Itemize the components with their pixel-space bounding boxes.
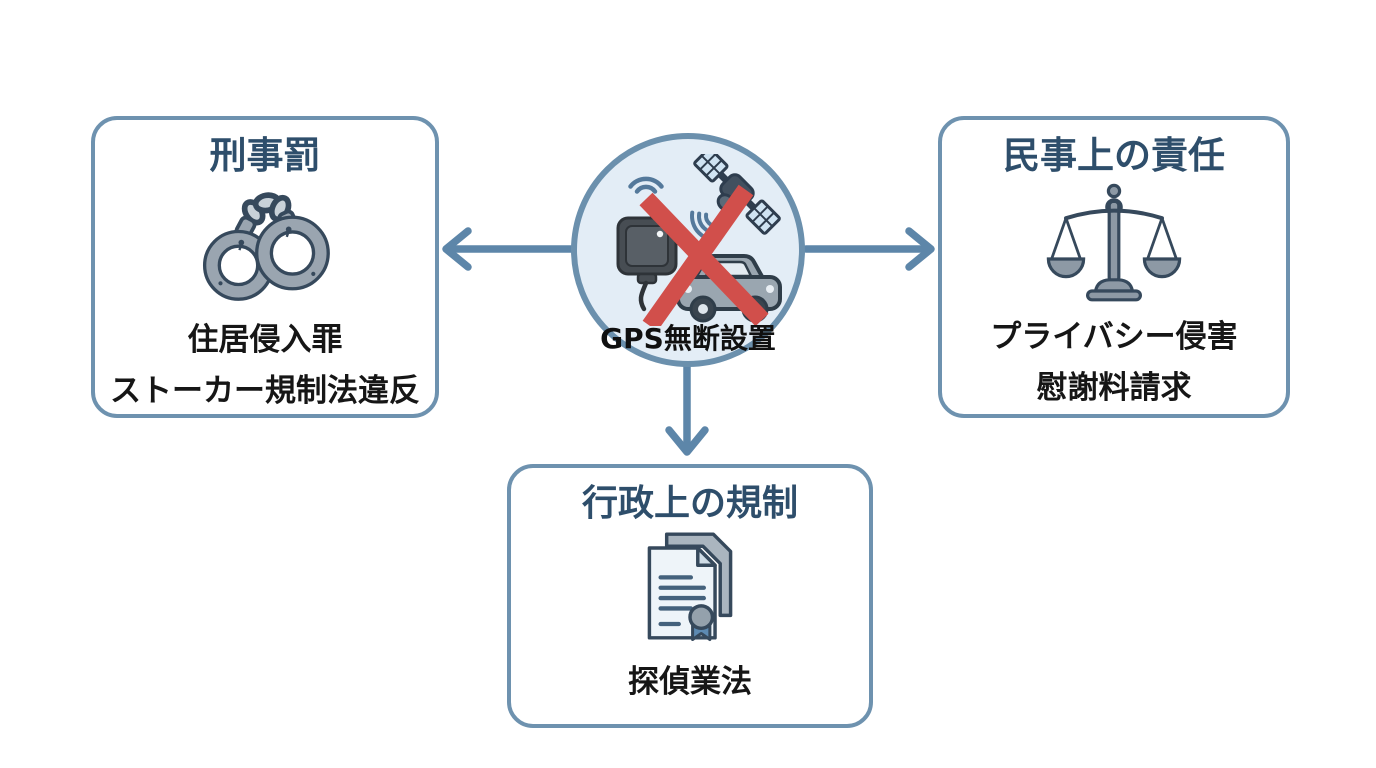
- prohibition-cross-icon: [639, 184, 769, 326]
- center-label: GPS無断設置: [600, 322, 776, 355]
- admin-line-1: 探偵業法: [628, 664, 752, 701]
- box-body-civil: プライバシー侵害 慰謝料請求: [990, 312, 1237, 412]
- arrow-down-head-icon: [665, 426, 709, 456]
- box-civil-liability: 民事上の責任 プライバシー侵害 慰謝料請求: [938, 116, 1290, 418]
- center-node-gps: GPS無断設置: [571, 133, 805, 367]
- criminal-line-1: 住居侵入罪: [187, 322, 343, 359]
- box-body-admin: 探偵業法: [628, 657, 752, 707]
- arrow-left-head-icon: [442, 227, 472, 271]
- gps-tracker-icon: [616, 216, 678, 312]
- scales-of-justice-icon: [1046, 184, 1182, 302]
- handcuffs-icon: [202, 192, 330, 302]
- box-criminal-penalty: 刑事罰 住居: [91, 116, 439, 418]
- box-body-criminal: 住居侵入罪 ストーカー規制法違反: [110, 315, 420, 415]
- certificate-document-icon: [647, 532, 733, 642]
- box-title-criminal: 刑事罰: [209, 134, 321, 177]
- box-title-civil: 民事上の責任: [1003, 134, 1225, 177]
- criminal-line-2: ストーカー規制法違反: [110, 372, 420, 409]
- box-title-admin: 行政上の規制: [581, 483, 798, 524]
- civil-line-2: 慰謝料請求: [1036, 369, 1192, 406]
- civil-line-1: プライバシー侵害: [990, 319, 1238, 356]
- tracker-signal-waves-icon: [628, 176, 664, 194]
- box-administrative-regulation: 行政上の規制 探偵業法: [507, 464, 873, 728]
- gps-prohibited-icon: [616, 154, 782, 326]
- arrow-right-head-icon: [905, 227, 935, 271]
